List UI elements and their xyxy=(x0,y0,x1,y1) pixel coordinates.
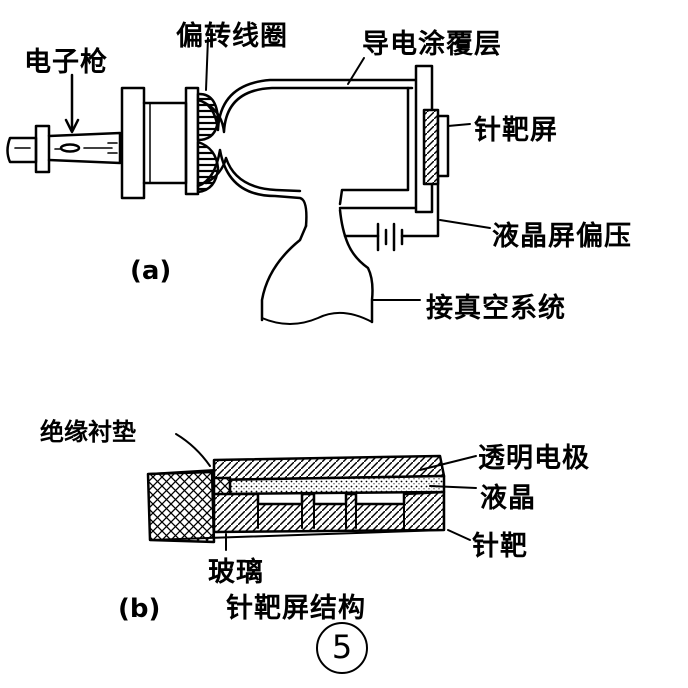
diagram-b-tag: (b) xyxy=(118,594,161,624)
gun-flange xyxy=(120,86,200,200)
tube-envelope xyxy=(196,57,423,228)
pin-target-cross-section xyxy=(146,454,446,544)
transparent-electrode-label: 透明电极 xyxy=(478,443,590,474)
pin-target-screen-label: 针靶屏 xyxy=(474,115,558,146)
glass-label: 玻璃 xyxy=(208,557,264,588)
diagram-a-tag: (a) xyxy=(130,256,172,286)
insulating-gasket-label: 绝缘衬垫 xyxy=(40,418,136,446)
conductive-coating-label: 导电涂覆层 xyxy=(362,29,502,60)
pin-target-label: 针靶 xyxy=(472,531,528,562)
leader-lines-b xyxy=(175,433,477,551)
liquid-crystal-label: 液晶 xyxy=(480,483,536,514)
bias-battery xyxy=(343,174,491,252)
deflection-coil-label: 偏转线圈 xyxy=(176,21,288,52)
vacuum-system-label: 接真空系统 xyxy=(426,293,566,324)
lc-screen-bias-label: 液晶屏偏压 xyxy=(492,221,632,252)
pin-target-screen-shape xyxy=(414,64,471,214)
vacuum-pipe xyxy=(260,208,421,325)
electron-gun-shape xyxy=(6,73,122,174)
diagram-b-caption: 针靶屏结构 xyxy=(226,593,366,624)
figure-number: 5 xyxy=(316,622,368,674)
electron-gun-label: 电子枪 xyxy=(24,47,108,78)
